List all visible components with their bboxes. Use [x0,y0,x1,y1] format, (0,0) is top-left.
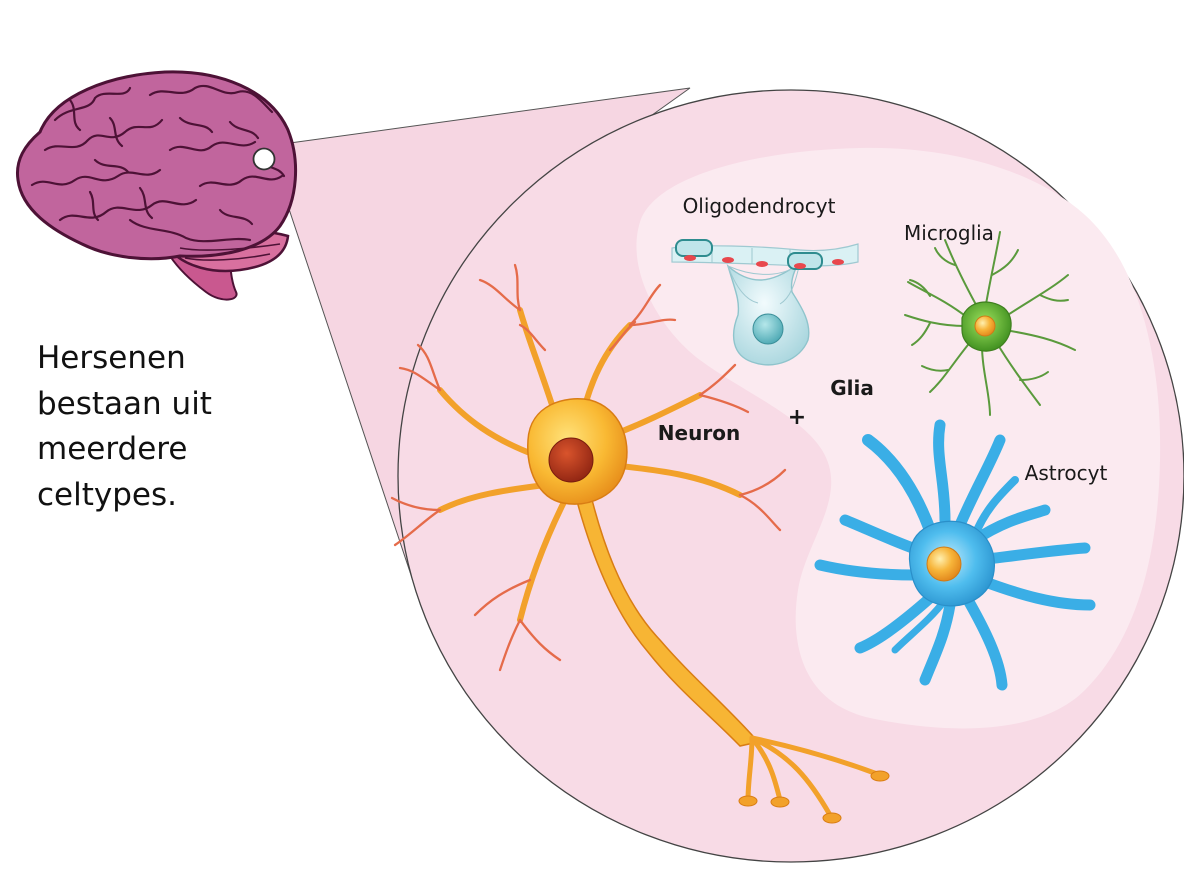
caption-line: bestaan uit [37,385,212,422]
astrocyte-nucleus [926,546,962,582]
label-oligodendrocyte: Oligodendrocyt [683,194,836,218]
label-astrocyte: Astrocyt [1025,461,1108,485]
microglia-cell [904,231,1076,416]
brain-icon [15,70,297,301]
caption-line: Hersenen [37,340,186,376]
label-glia: Glia [830,376,874,400]
label-neuron: Neuron [658,421,740,445]
caption-line: meerdere [37,431,188,467]
caption: Hersenen bestaan uit meerdere celtypes. [37,336,277,518]
neuron-cell [390,263,890,824]
microglia-nucleus [974,315,996,337]
astrocyte-cell [814,419,1096,691]
label-microglia: Microglia [904,221,994,245]
oligodendrocyte-nucleus [752,313,784,345]
neuron-nucleus [548,437,594,483]
zoom-point [252,147,276,171]
label-plus: + [788,405,806,430]
caption-line: celtypes. [37,476,177,513]
oligodendrocyte-cell [671,239,859,366]
